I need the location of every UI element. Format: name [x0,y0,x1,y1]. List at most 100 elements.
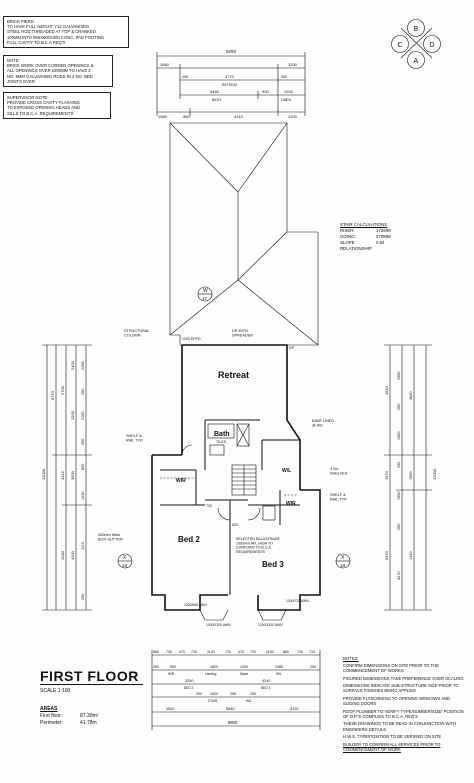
room-label-bed3: Bed 3 [262,560,284,569]
note-item: H.W.S. TYPE/POSITION TO BE VERIFIED ON S… [343,734,442,740]
note-item: ROOF PLUMBER TO VERIFY TYPE/NUMBER/SIZE/… [343,708,464,719]
section-label: X [123,555,127,561]
dim-left: 1110 [81,542,85,550]
dim-bottom: 250 [250,692,256,696]
dim-bottom: 1620 [210,665,218,669]
roof-outline [169,122,319,346]
annot-epfd: 1200 EPFD [182,337,201,341]
dim-right: 1340 [409,552,413,560]
dim-bottom: 710 [309,650,315,654]
dim-top: 1560 [160,62,170,67]
dim-bottom: 250 [196,692,202,696]
dim-top: 1200 [284,89,294,94]
dim-bottom: 1620 [210,692,218,696]
annot-shelf-rail-right: SHELF &RAIL TYP. [330,493,347,502]
dim-bottom-label: WIL [276,672,282,676]
section-marker-x18-left [117,553,133,569]
dim-bottom: 730 [166,650,172,654]
annot-door-820: 820 [232,523,238,527]
annot-window-2: 1200/1200 AWN [206,623,231,627]
brick-piers-note: BRICK PIERS: TO HAVE FULL HEIGHT Y12 GAL… [3,16,129,49]
dim-top: 1560 [158,114,168,119]
dim-top: 900 [262,89,269,94]
compass-icon [391,19,441,69]
areas-row: Perimeter: 41.78m [40,720,97,726]
room-label-bath: Bath [214,431,230,438]
dim-bottom-label: STAIR [208,699,218,703]
dim-left: 250 [81,594,85,600]
dim-label-bath: BATH [212,98,221,102]
dim-bottom: 730 [297,650,303,654]
dim-bottom: 250 [310,665,316,669]
dim-left: 1030 [81,492,85,500]
door-swing-bed2 [217,507,231,521]
dim-left: 3600 [70,470,75,480]
dim-bottom: 1250 [240,665,248,669]
annot-shelf-rail-left: SHELF &RAIL TYP. [126,434,143,443]
section-label: X [341,555,345,561]
interior-walls [160,419,300,595]
dim-bottom: 560 [153,650,159,654]
section-marker-w17 [197,286,213,302]
areas-table: AREAS First floor: 87.30m² Perimeter: 41… [40,706,98,727]
dim-left: 4322 [60,470,65,480]
stair-calc-row: GOING:270mm [340,234,391,239]
dim-left: 2040 [60,550,65,560]
room-label-bath-sub: TILES [216,440,227,444]
dim-top: 1200 [288,62,298,67]
dim-bottom-label: BED 3 [261,686,270,690]
section-number: 17 [202,296,208,301]
dim-bottom-label: Landing [205,672,217,676]
drawing-title: FIRST FLOOR [40,668,143,685]
note-item: DIMENSIONS INDICATE SUB-STRUCTURE SIZE P… [343,683,459,694]
compass-letter-c: C [398,42,403,49]
dim-right: 2550 [397,372,401,380]
dim-left: 12000 [41,468,46,480]
dim-left: 4330 [70,550,75,560]
compass-letter-a: A [414,58,419,65]
room-label-wir-right: WIR [286,501,296,507]
note-item: BUILDER TO CONFIRM ALL SERVICES PRIOR TO… [343,741,441,752]
dim-bottom: 470 [179,650,185,654]
section-number: 18 [122,563,128,568]
dim-bottom-label: WIL [246,699,252,703]
dim-right: 250 [397,524,401,530]
dim-bottom: 730 [191,650,197,654]
dim-right: 12000 [432,468,437,480]
dim-bottom: 1060 [275,665,283,669]
dim-right: 4910 [384,385,389,395]
areas-row: First floor: 87.30m² [40,713,99,719]
annot-eave-lined: EAVE LINED@ 80z [312,419,334,428]
shower-icon [236,423,250,447]
areas-heading: AREAS [40,706,58,712]
dim-top: 250 [182,75,188,79]
dim-overall-top: 9250 [226,49,237,54]
annot-door-720: 720 [206,504,212,508]
dim-right: 1950 [397,492,401,500]
annot-dp: DP [289,346,295,350]
drawing-scale: SCALE 1:100 [40,688,71,694]
dim-left: 2400 [70,360,75,370]
room-label-wir-left: WIR [176,478,186,484]
brickwork-openings-note: NOTE: BRICK WORK OVER CORNER OPENINGS & … [3,55,113,88]
dim-bottom: 5640 [226,707,234,711]
dim-right: 1500 [409,472,413,480]
dim-left: 800 [81,464,85,470]
stairs [231,464,257,496]
dim-bottom: 880 [283,650,289,654]
dim-bottom: 1130 [207,650,215,654]
dim-overall-bottom: 9600 [228,720,238,725]
dim-bottom-label: WIR [168,672,175,676]
room-label-bed2: Bed 2 [178,535,200,544]
dim-right: 250 [397,462,401,468]
dim-right: 3620 [409,392,413,400]
compass-letter-d: D [430,42,435,49]
section-marker-x18-right [335,553,351,569]
dim-right: 250 [397,404,401,410]
stair-calc-row: RISER:172mm [340,228,391,233]
stair-calculations: STAIR CALCULATIONS RISER:172mm GOING:270… [340,222,424,252]
